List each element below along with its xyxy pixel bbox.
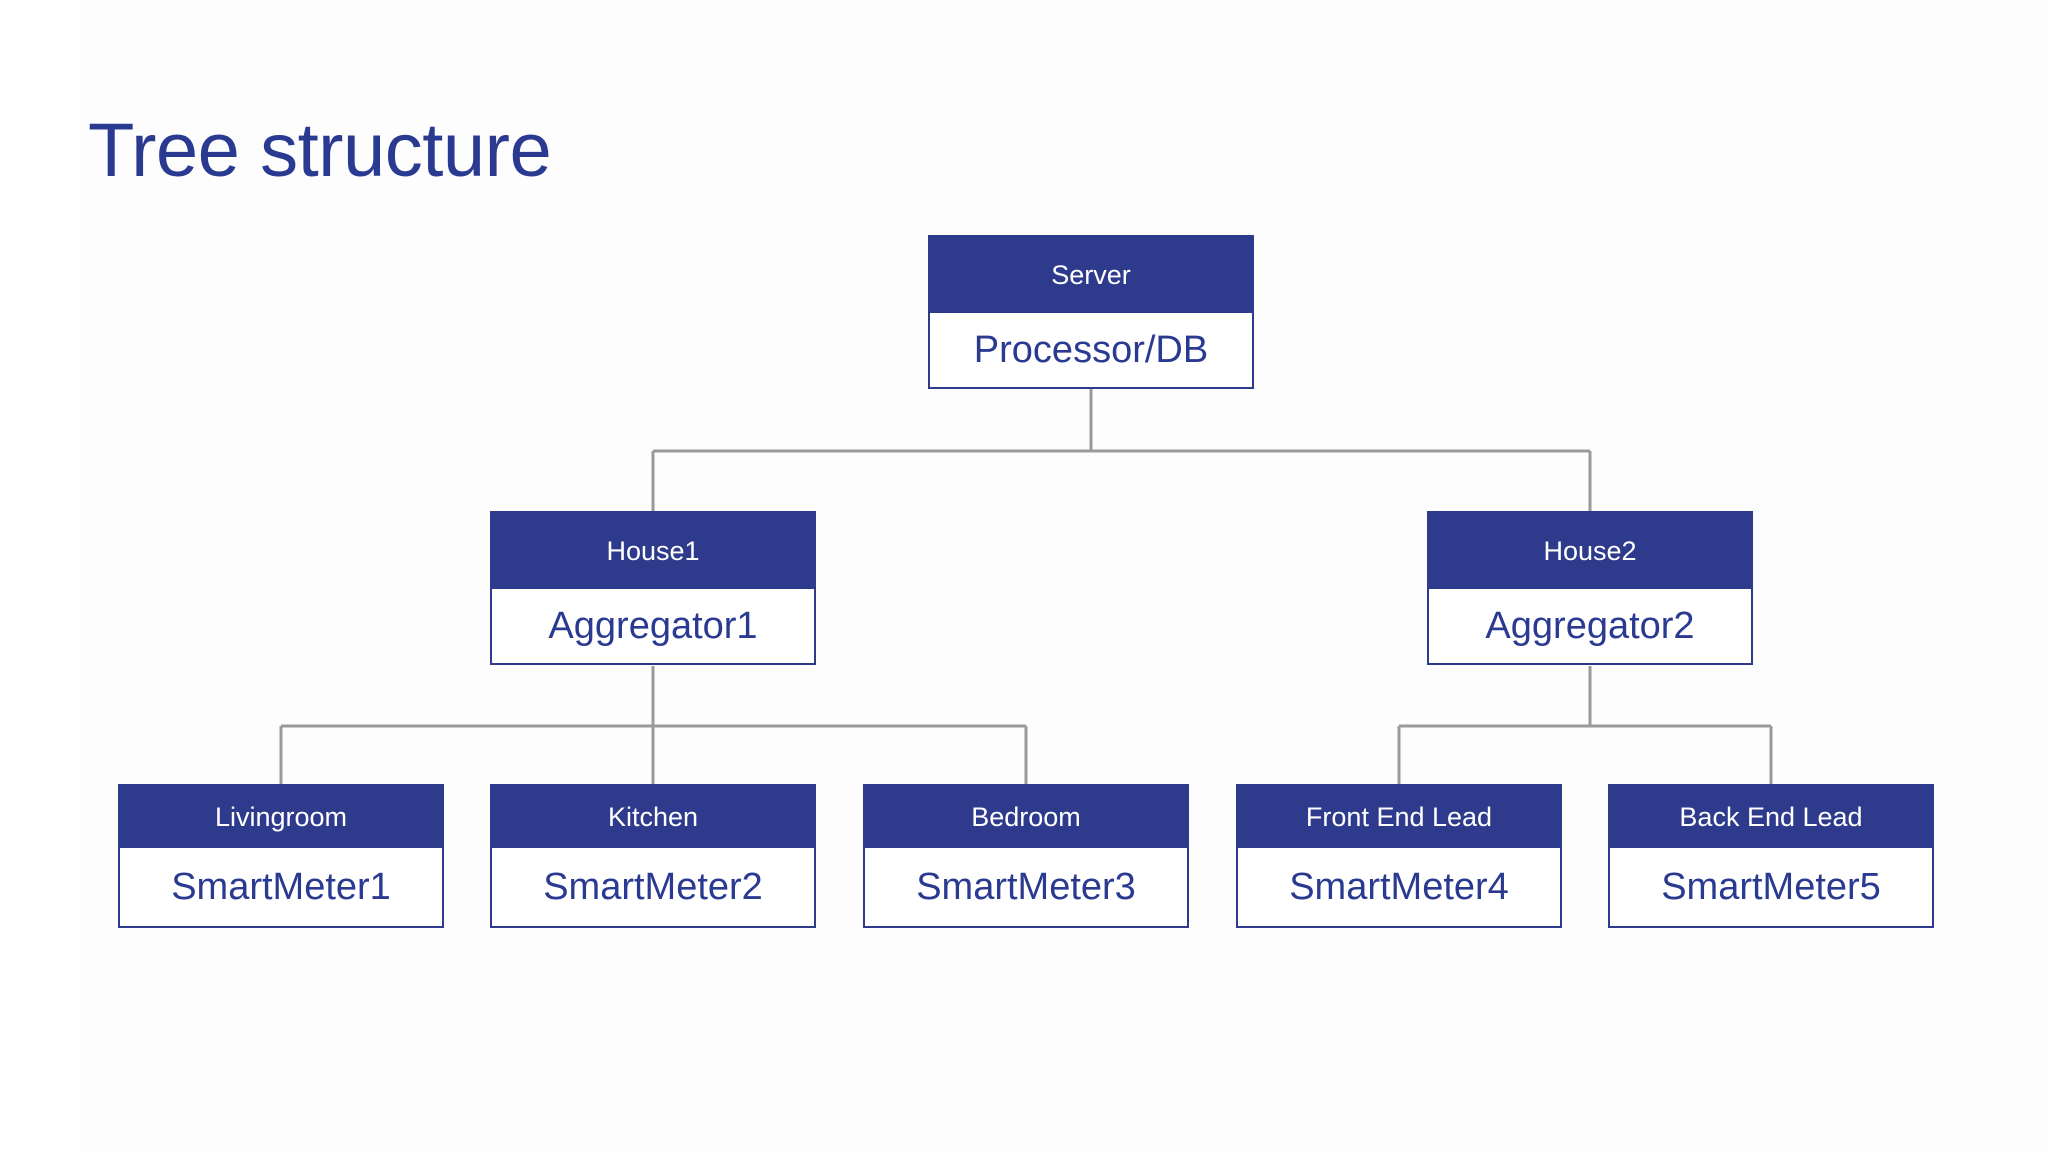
tree-node-livingroom-header: Livingroom: [120, 786, 442, 848]
tree-node-server[interactable]: Server Processor/DB: [928, 235, 1254, 389]
tree-node-house2[interactable]: House2 Aggregator2: [1427, 511, 1753, 665]
tree-node-back-end-lead-header: Back End Lead: [1610, 786, 1932, 848]
tree-node-front-end-lead-header: Front End Lead: [1238, 786, 1560, 848]
tree-node-server-body: Processor/DB: [930, 313, 1252, 387]
tree-node-server-header: Server: [930, 237, 1252, 313]
tree-node-front-end-lead[interactable]: Front End Lead SmartMeter4: [1236, 784, 1562, 928]
tree-node-bedroom-header: Bedroom: [865, 786, 1187, 848]
tree-node-house1-header: House1: [492, 513, 814, 589]
tree-node-front-end-lead-body: SmartMeter4: [1238, 848, 1560, 926]
tree-node-back-end-lead[interactable]: Back End Lead SmartMeter5: [1608, 784, 1934, 928]
tree-node-livingroom-body: SmartMeter1: [120, 848, 442, 926]
tree-node-kitchen[interactable]: Kitchen SmartMeter2: [490, 784, 816, 928]
tree-node-back-end-lead-body: SmartMeter5: [1610, 848, 1932, 926]
tree-node-bedroom[interactable]: Bedroom SmartMeter3: [863, 784, 1189, 928]
tree-node-house2-header: House2: [1429, 513, 1751, 589]
page-title: Tree structure: [88, 108, 552, 193]
tree-node-kitchen-body: SmartMeter2: [492, 848, 814, 926]
tree-node-kitchen-header: Kitchen: [492, 786, 814, 848]
tree-node-livingroom[interactable]: Livingroom SmartMeter1: [118, 784, 444, 928]
tree-node-house1-body: Aggregator1: [492, 589, 814, 663]
tree-node-house2-body: Aggregator2: [1429, 589, 1751, 663]
tree-node-house1[interactable]: House1 Aggregator1: [490, 511, 816, 665]
tree-node-bedroom-body: SmartMeter3: [865, 848, 1187, 926]
